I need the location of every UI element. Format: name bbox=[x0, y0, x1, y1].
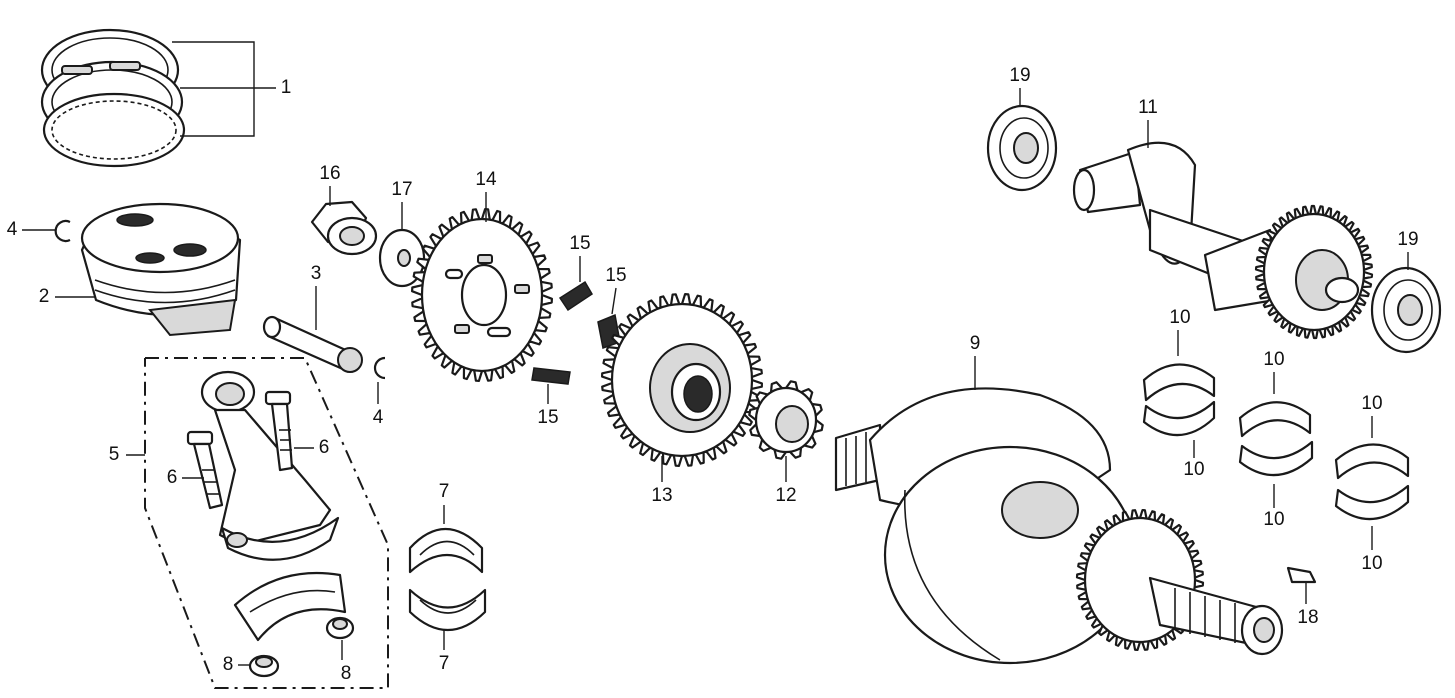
callout-11: 11 bbox=[1138, 97, 1158, 118]
balancer-drive-gear bbox=[601, 293, 763, 467]
woodruff-key bbox=[1286, 566, 1317, 584]
callout-19-left: 19 bbox=[1009, 65, 1030, 86]
callout-10-bottom-middle: 10 bbox=[1263, 509, 1284, 530]
main-bearing-set-middle bbox=[1238, 401, 1314, 477]
callout-15-top: 15 bbox=[569, 233, 590, 254]
callout-8-left: 8 bbox=[223, 654, 234, 675]
callout-7-bottom: 7 bbox=[439, 653, 450, 674]
rod-nut-right bbox=[325, 616, 355, 640]
callout-10-top-left: 10 bbox=[1169, 307, 1190, 328]
callout-15-middle: 15 bbox=[605, 265, 626, 286]
crankshaft bbox=[834, 387, 1284, 665]
connecting-rod-cap bbox=[233, 571, 347, 642]
rod-bolt-right bbox=[264, 390, 294, 472]
piston-pin bbox=[262, 315, 363, 373]
primary-drive-gear bbox=[411, 208, 553, 382]
balancer-bearing-right bbox=[1370, 266, 1442, 354]
damper-spring-bottom bbox=[531, 367, 571, 385]
callout-13: 13 bbox=[651, 485, 672, 506]
spline-gear bbox=[748, 380, 824, 460]
callout-10-bottom-left: 10 bbox=[1183, 459, 1204, 480]
balancer-bearing-left bbox=[986, 104, 1058, 192]
piston-pin-clip-left bbox=[54, 219, 71, 243]
callout-10-top-right: 10 bbox=[1361, 393, 1382, 414]
callout-2: 2 bbox=[39, 286, 50, 307]
callout-4-left: 4 bbox=[7, 219, 18, 240]
callout-8-right: 8 bbox=[341, 663, 352, 684]
rod-bearing-lower bbox=[408, 588, 487, 632]
rod-nut-left bbox=[248, 654, 280, 678]
callout-9: 9 bbox=[970, 333, 981, 354]
callout-1: 1 bbox=[281, 77, 292, 98]
rod-bolt-left bbox=[186, 430, 224, 510]
callout-14: 14 bbox=[475, 169, 497, 190]
piston-ring-set bbox=[40, 28, 186, 168]
main-bearing-set-left bbox=[1142, 363, 1216, 437]
callout-17: 17 bbox=[391, 179, 412, 200]
piston-pin-clip-right bbox=[373, 356, 386, 380]
callout-10-bottom-right: 10 bbox=[1361, 553, 1382, 574]
balancer-shaft bbox=[1072, 141, 1374, 340]
piston bbox=[80, 202, 242, 337]
callout-6-left: 6 bbox=[167, 467, 178, 488]
callout-16: 16 bbox=[319, 163, 340, 184]
callout-19-right: 19 bbox=[1397, 229, 1418, 250]
callout-3: 3 bbox=[311, 263, 322, 284]
main-bearing-set-right bbox=[1334, 443, 1410, 521]
callout-15-bottom: 15 bbox=[537, 407, 558, 428]
callout-5: 5 bbox=[109, 444, 120, 465]
callout-6-right: 6 bbox=[319, 437, 330, 458]
rod-bearing-upper bbox=[408, 527, 484, 574]
damper-spring-top bbox=[558, 280, 594, 312]
connecting-rod bbox=[200, 370, 340, 561]
callout-7-top: 7 bbox=[439, 481, 450, 502]
callout-10-top-middle: 10 bbox=[1263, 349, 1284, 370]
callout-18: 18 bbox=[1297, 607, 1318, 628]
callout-12: 12 bbox=[775, 485, 796, 506]
flange-nut bbox=[310, 200, 378, 256]
callout-4-right: 4 bbox=[373, 407, 384, 428]
